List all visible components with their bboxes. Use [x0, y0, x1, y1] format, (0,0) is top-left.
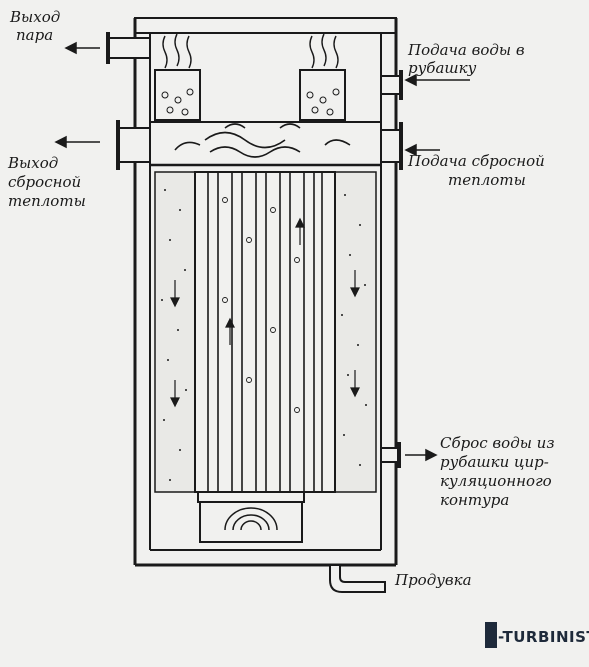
upper-chambers	[150, 69, 381, 167]
svg-text:Сброс воды из: Сброс воды из	[440, 434, 555, 452]
circulation-arrows	[170, 217, 360, 408]
label-waste-heat-out: Выход сбросной теплоты	[7, 154, 86, 210]
water-stipple	[161, 189, 367, 481]
tube-bundle	[207, 172, 323, 492]
svg-text:пара: пара	[16, 26, 53, 44]
svg-text:рубашку: рубашку	[408, 59, 477, 77]
waste-heat-swirls	[174, 123, 351, 158]
water-inlet-nozzle	[380, 70, 403, 100]
watermark-logo-icon	[485, 622, 497, 648]
svg-text:Выход: Выход	[9, 8, 60, 26]
svg-text:контура: контура	[440, 491, 509, 509]
svg-text:Выход: Выход	[7, 154, 58, 172]
svg-text:Продувка: Продувка	[394, 571, 472, 589]
svg-text:сбросной: сбросной	[8, 173, 81, 191]
label-blowdown: Продувка	[394, 571, 472, 589]
svg-text:-TURBINIST: -TURBINIST	[498, 628, 589, 646]
svg-text:Подача сбросной: Подача сбросной	[407, 152, 545, 170]
label-water-jacket-in: Подача воды в рубашку	[407, 41, 525, 77]
blowdown-pipe	[329, 564, 386, 593]
label-steam-out: Выход пара	[9, 8, 60, 44]
svg-text:Подача воды в: Подача воды в	[407, 41, 525, 59]
svg-text:рубашки цир-: рубашки цир-	[440, 453, 549, 471]
label-jacket-drain: Сброс воды из рубашки цир- куляционного …	[440, 434, 555, 509]
svg-text:теплоты: теплоты	[448, 171, 526, 189]
steam-outlet-nozzle	[106, 32, 151, 64]
chamber-bubbles	[161, 88, 340, 116]
steam-wisps	[162, 33, 339, 69]
lower-chamber	[197, 491, 305, 543]
svg-text:куляционного: куляционного	[440, 472, 552, 490]
watermark: -TURBINIST	[485, 622, 589, 648]
tube-bubbles	[222, 197, 300, 413]
outer-shell	[133, 17, 398, 567]
jacket-drain-nozzle	[380, 442, 401, 468]
label-waste-heat-in: Подача сбросной теплоты	[407, 152, 545, 189]
waste-heat-outlet-nozzle	[116, 120, 151, 170]
svg-text:теплоты: теплоты	[8, 192, 86, 210]
flow-arrows	[54, 41, 470, 462]
waste-heat-inlet-nozzle	[380, 122, 403, 170]
